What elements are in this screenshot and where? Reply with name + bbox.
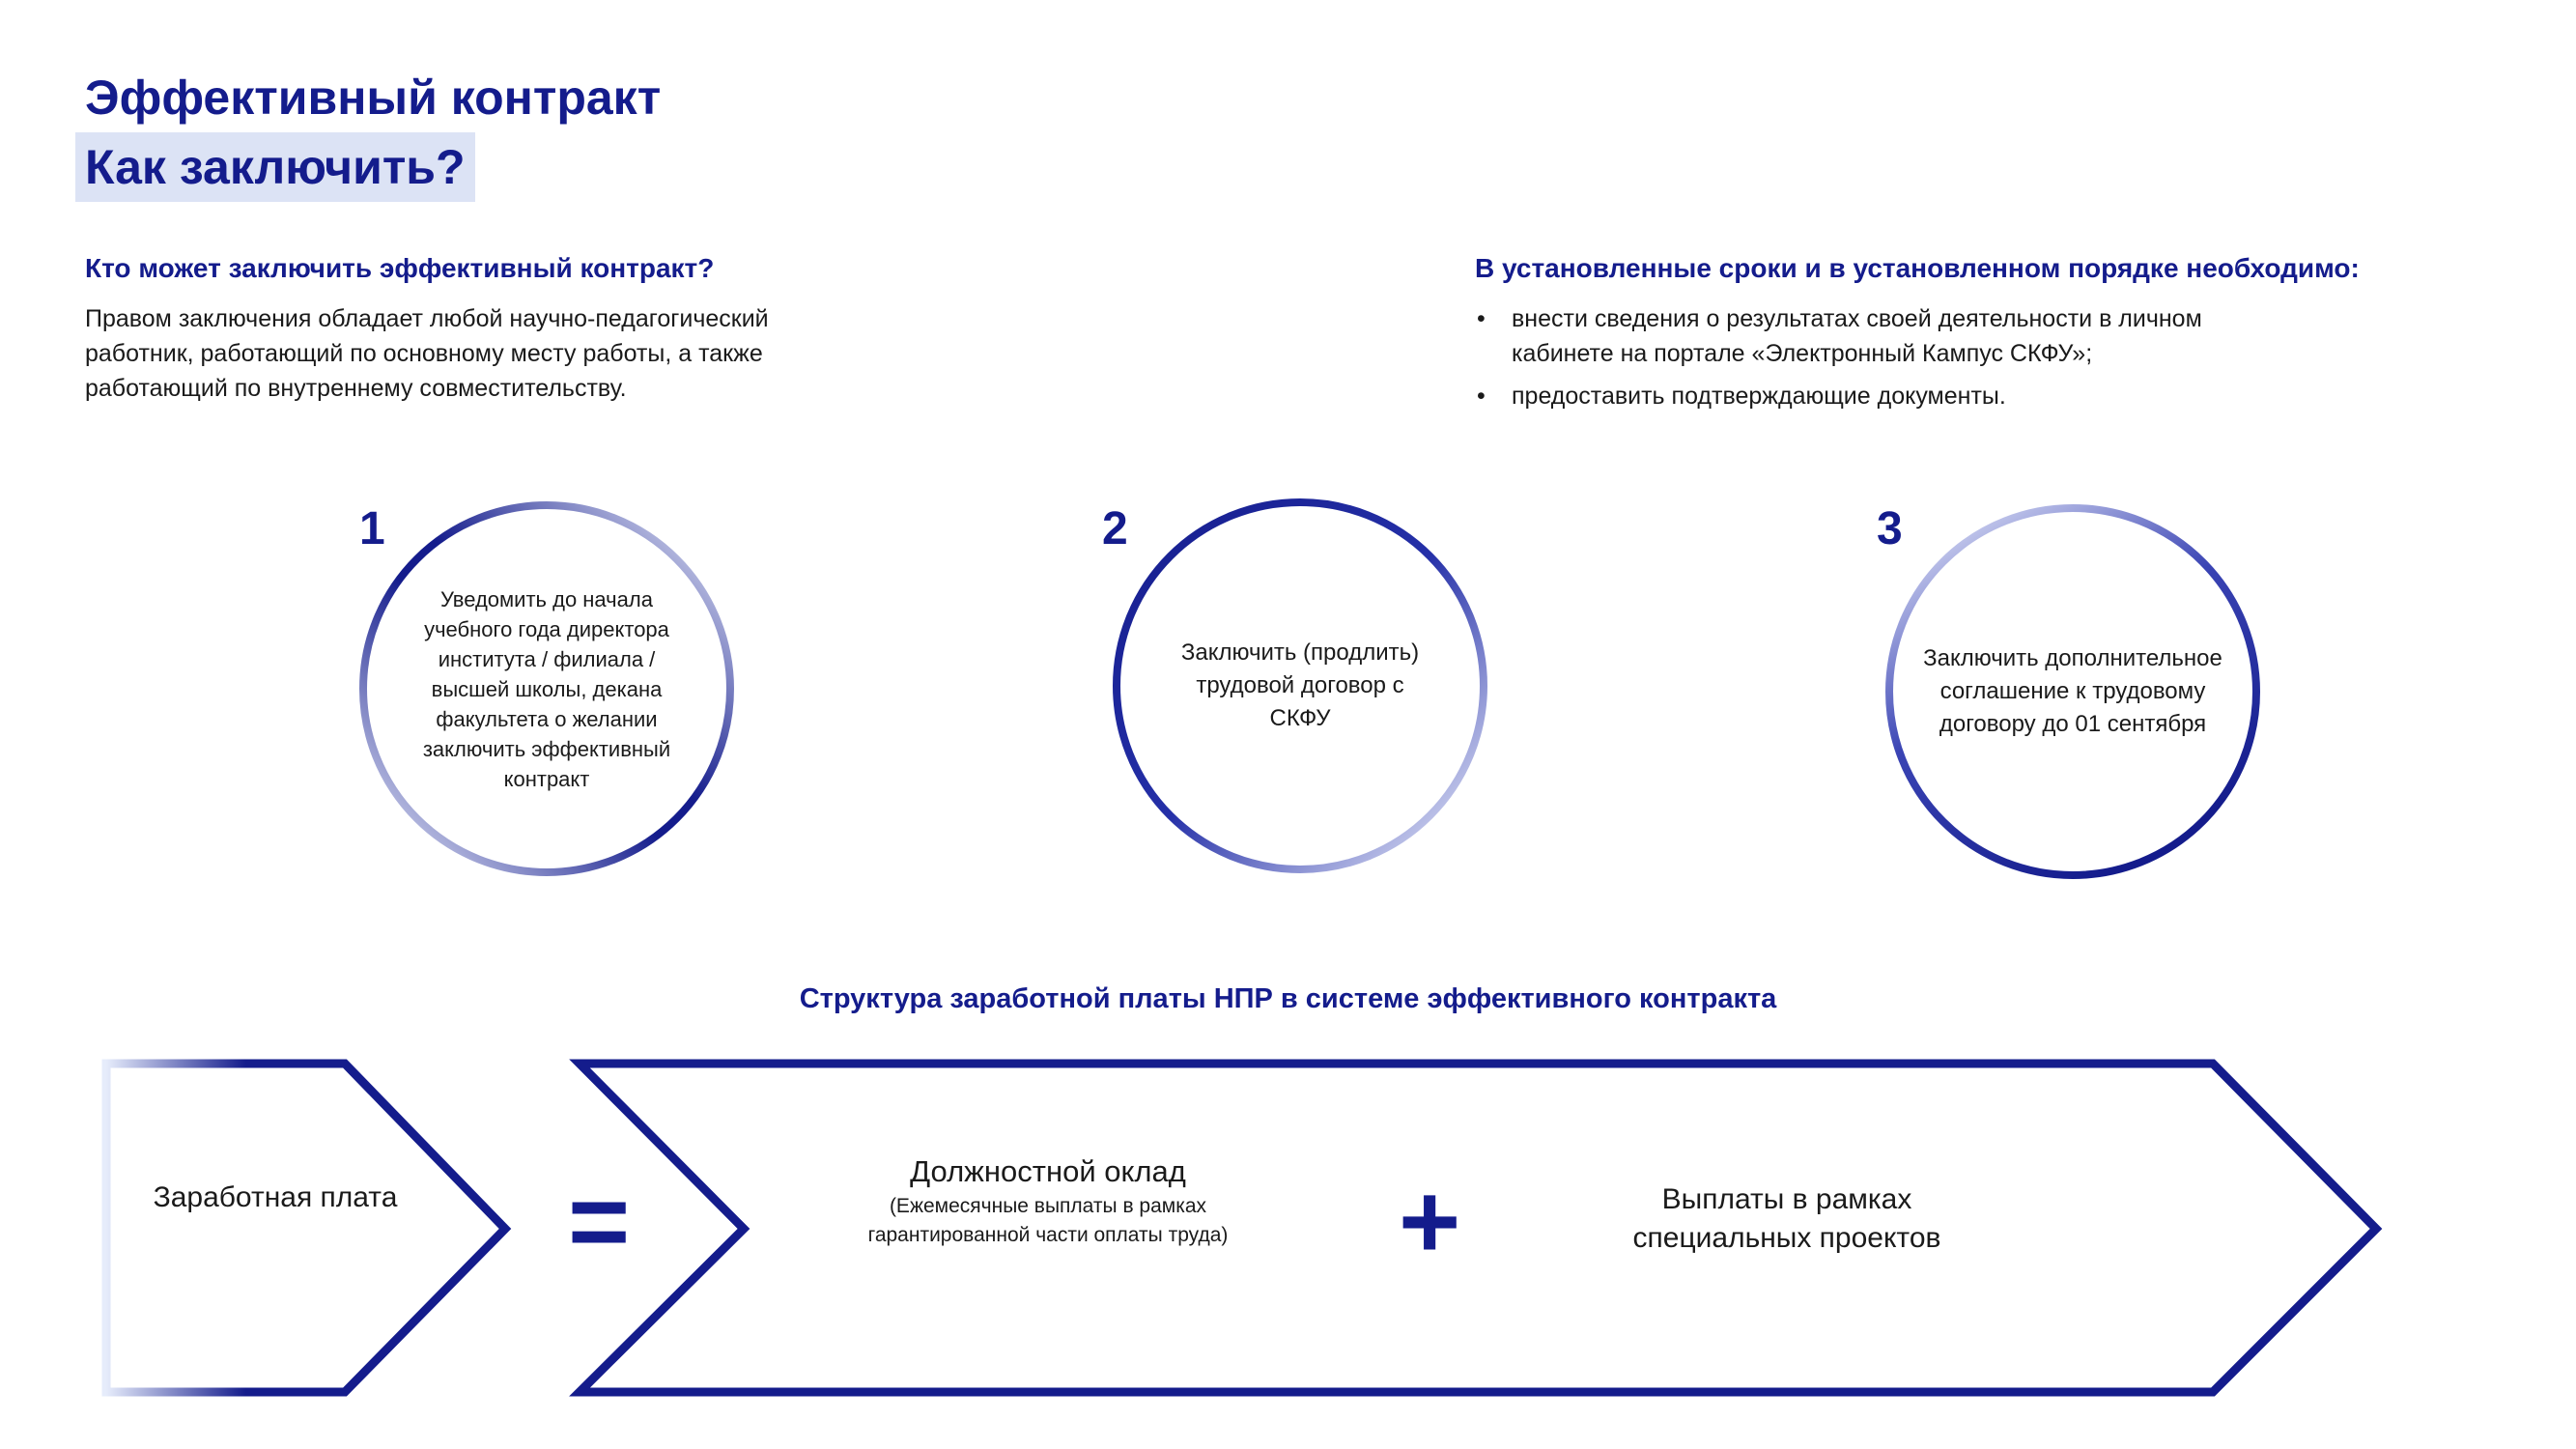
- ring-icon: [1113, 498, 1487, 873]
- salary-left-chevron: [101, 1059, 512, 1397]
- step-number-2: 2: [1102, 503, 1128, 554]
- requirements-list: • внести сведения о результатах своей де…: [1475, 301, 2286, 421]
- salary-right-chevron: [569, 1059, 2383, 1397]
- who-heading: Кто может заключить эффективный контракт…: [85, 253, 715, 283]
- step-text-2: Заключить (продлить) трудовой договор с …: [1180, 639, 1420, 731]
- equals-sign: =: [568, 1162, 631, 1281]
- component1-title: Должностной оклад: [910, 1154, 1186, 1188]
- salary-title: Структура заработной платы НПР в системе…: [799, 983, 1777, 1014]
- ring-icon: [359, 501, 734, 876]
- plus-sign: +: [1399, 1162, 1461, 1281]
- requirements-item: • предоставить подтверждающие документы.: [1475, 379, 2286, 413]
- step-text-3: Заключить дополнительное соглашение к тр…: [1923, 645, 2222, 737]
- step-circle-2: Заключить (продлить) трудовой договор с …: [1109, 495, 1491, 877]
- step-circle-3: Заключить дополнительное соглашение к тр…: [1882, 500, 2264, 883]
- step-number-3: 3: [1877, 503, 1903, 554]
- step-text-1: Уведомить до начала учебного года директ…: [422, 586, 671, 791]
- component1-note: (Ежемесячные выплаты в рамках гарантиров…: [867, 1195, 1229, 1246]
- requirements-item-text: внести сведения о результатах своей деят…: [1512, 305, 2202, 367]
- bullet-icon: •: [1477, 383, 1486, 410]
- ring-icon: [1885, 504, 2260, 879]
- bullet-icon: •: [1477, 305, 1486, 332]
- page-title: Эффективный контракт: [85, 71, 662, 125]
- component2-title: Выплаты в рамках специальных проектов: [1632, 1183, 1941, 1254]
- page-subtitle: Как заключить?: [75, 132, 475, 202]
- component1: Должностной оклад (Ежемесячные выплаты в…: [850, 1151, 1246, 1250]
- step-number-1: 1: [359, 503, 385, 554]
- who-text: Правом заключения обладает любой научно-…: [85, 305, 769, 402]
- requirements-item: • внести сведения о результатах своей де…: [1475, 301, 2286, 371]
- requirements-heading: В установленные сроки и в установленном …: [1475, 253, 2360, 283]
- salary-left-label: Заработная плата: [153, 1181, 398, 1213]
- step-circle-1: Уведомить до начала учебного года директ…: [355, 497, 738, 880]
- requirements-item-text: предоставить подтверждающие документы.: [1512, 383, 2006, 410]
